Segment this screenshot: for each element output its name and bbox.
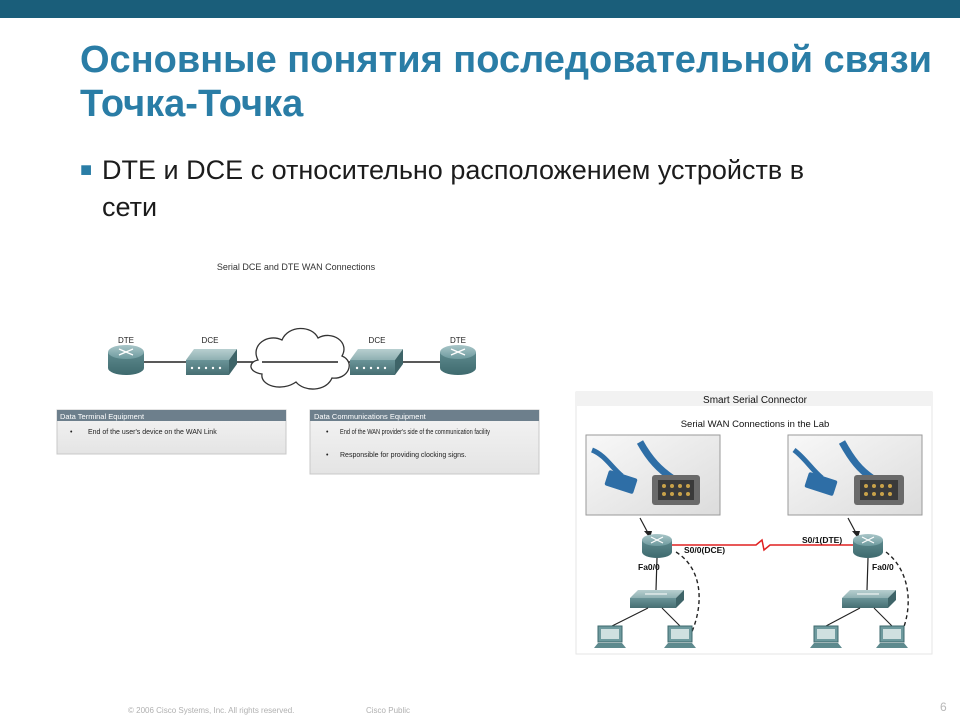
router-icon-lab-left — [642, 534, 672, 558]
pc-icon-1 — [594, 625, 626, 648]
serial-label-right: S0/1(DTE) — [802, 535, 842, 545]
dte-box-item-1: End of the user's device on the WAN Link — [88, 429, 217, 436]
router-icon-dte-right — [440, 345, 476, 375]
bullet-item: ■ DTE и DCE с относительно расположением… — [80, 152, 840, 226]
serial-wan-link — [672, 538, 853, 552]
footer-copyright: © 2006 Cisco Systems, Inc. All rights re… — [128, 706, 295, 715]
link-switch-pc1-right — [825, 607, 861, 627]
wan-cloud-icon — [250, 327, 350, 390]
pc-icon-2 — [664, 625, 696, 648]
fa-label-right: Fa0/0 — [872, 562, 894, 572]
right-diagram-subtitle: Serial WAN Connections in the Lab — [681, 419, 830, 430]
fa-label-left: Fa0/0 — [638, 562, 660, 572]
bullet-text: DTE и DCE с относительно расположением у… — [102, 155, 805, 222]
serial-cable-photo-right — [787, 434, 923, 516]
dce-modem-icon-right — [350, 349, 403, 375]
dce-box-bullet-1: • — [326, 429, 329, 436]
dce-box-header: Data Communications Equipment — [314, 412, 427, 421]
link-switch-pc2-left — [661, 607, 681, 627]
link-switch-pc2-right — [873, 607, 893, 627]
router-icon-lab-right — [853, 534, 883, 558]
link-router-switch-right — [866, 557, 869, 591]
dte-box-bullet: • — [70, 429, 73, 436]
console-cable-left — [675, 551, 700, 641]
dce-modem-icon-left — [186, 349, 237, 375]
slide-title: Основные понятия последовательной связи … — [80, 39, 932, 125]
dte-box-header: Data Terminal Equipment — [60, 412, 145, 421]
pc-icon-4 — [876, 625, 908, 648]
router-icon-dte-left — [108, 345, 144, 375]
right-diagram-title: Smart Serial Connector — [703, 395, 808, 406]
page-number: 6 — [940, 700, 947, 714]
switch-icon-left — [630, 590, 684, 608]
dce-info-box: Data Communications Equipment • End of t… — [309, 409, 540, 475]
right-diagram-panel — [575, 391, 933, 655]
pc-icon-3 — [810, 625, 842, 648]
link-switch-pc1-left — [611, 607, 649, 627]
device-label-dce-right: DCE — [369, 336, 386, 345]
dce-box-item-1: End of the WAN provider's side of the co… — [340, 429, 490, 436]
dce-box-bullet-2: • — [326, 452, 329, 459]
serial-cable-photo-left — [585, 434, 721, 516]
dce-box-item-2: Responsible for providing clocking signs… — [340, 452, 467, 459]
device-label-dce-left: DCE — [202, 336, 219, 345]
top-bar — [0, 0, 960, 18]
bullet-square-icon: ■ — [80, 159, 93, 181]
serial-label-left: S0/0(DCE) — [684, 545, 725, 555]
device-label-dte-left: DTE — [118, 336, 134, 345]
dte-info-box: Data Terminal Equipment • End of the use… — [56, 409, 287, 455]
footer-classification: Cisco Public — [366, 706, 411, 715]
device-label-dte-right: DTE — [450, 336, 466, 345]
link-router-switch-left — [655, 557, 658, 591]
left-diagram-title: Serial DCE and DTE WAN Connections — [217, 262, 376, 272]
switch-icon-right — [842, 590, 896, 608]
